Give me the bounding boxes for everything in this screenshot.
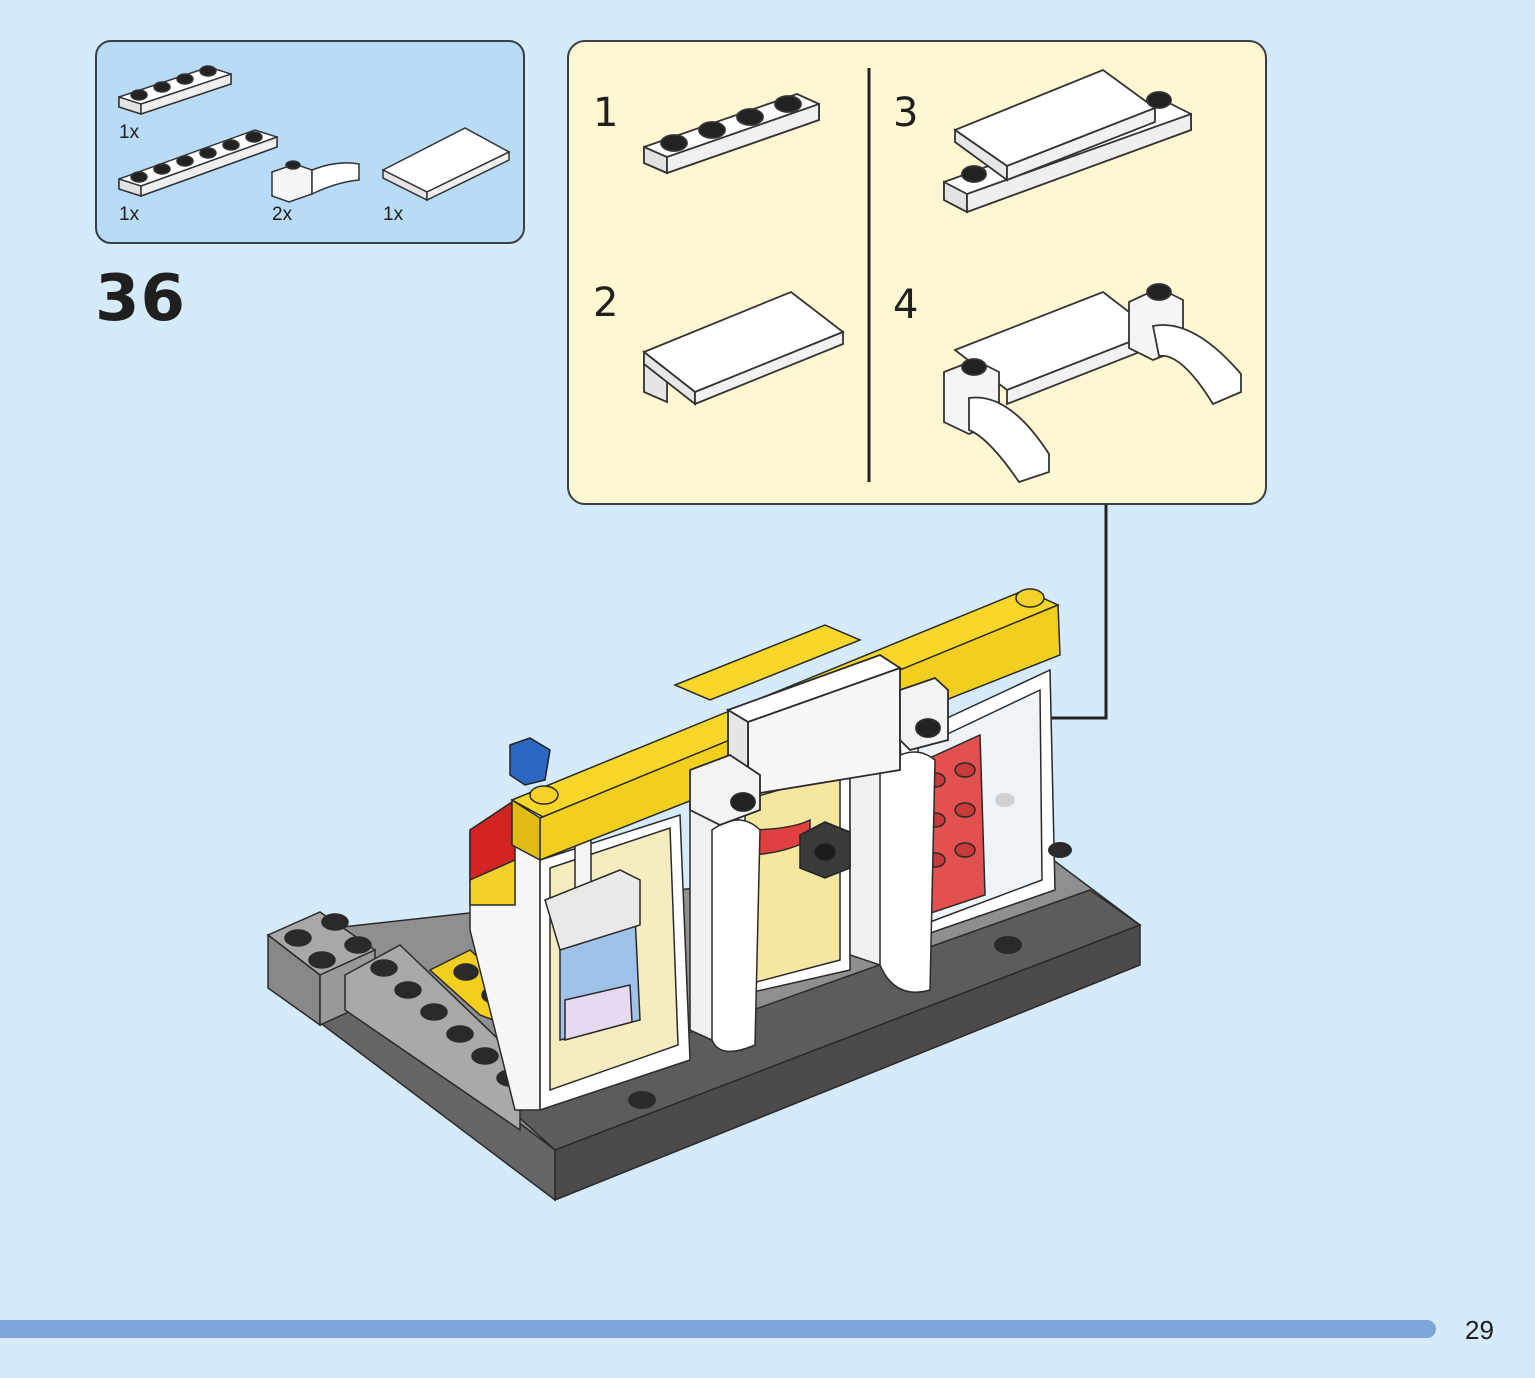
substep-number-2: 2: [593, 280, 619, 326]
substep-3-assembly: [943, 68, 1192, 214]
footer-bar: [0, 1320, 1436, 1338]
part-plate-1x4: [118, 65, 232, 116]
substep-number-4: 4: [893, 282, 919, 328]
substeps-box: 1 2 3 4: [567, 40, 1267, 505]
part-quantity-4: 1x: [383, 204, 404, 225]
page-number: 29: [1465, 1315, 1494, 1345]
substep-number-1: 1: [593, 90, 619, 136]
storefront-windows: [734, 668, 1056, 996]
part-tile-2x4: [381, 127, 511, 202]
substeps-illustration: [642, 68, 1242, 484]
black-brick: [799, 821, 851, 879]
pillars: [689, 751, 936, 1053]
parts-list-box: 1x 1x 2x 1x: [95, 40, 525, 244]
blue-piece: [509, 737, 551, 786]
part-quantity-1: 1x: [119, 122, 140, 143]
substep-1-plate: [643, 93, 820, 175]
substep-4-assembly: [943, 283, 1242, 484]
part-quantity-2: 1x: [119, 204, 140, 225]
storefront-left: [469, 798, 691, 1112]
main-model-illustration: [266, 505, 1142, 1202]
substep-2-tile: [642, 290, 845, 406]
part-slope-curved: [271, 160, 360, 203]
substep-number-3: 3: [893, 90, 919, 136]
step-number: 36: [95, 262, 187, 336]
baseplate-studs: [628, 793, 1072, 1109]
part-plate-1x6: [118, 129, 278, 198]
parts-list-illustration: [118, 65, 511, 203]
part-quantity-3: 2x: [272, 204, 293, 225]
white-sign-assembly: [689, 654, 949, 826]
